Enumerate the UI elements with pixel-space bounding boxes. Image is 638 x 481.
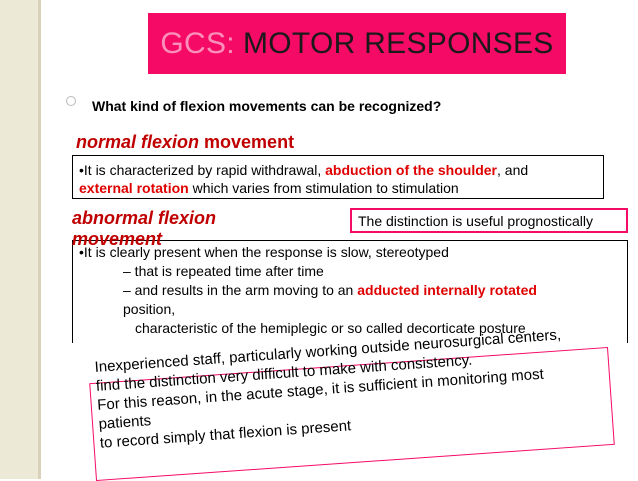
sidebar-divider (38, 0, 41, 479)
abnormal-flexion-box: •It is clearly present when the response… (72, 240, 628, 343)
left-sidebar-strip (0, 0, 38, 479)
title-prefix: GCS: (160, 26, 235, 60)
abnormal-line-4: position, (123, 301, 176, 317)
title-main: MOTOR RESPONSES (242, 26, 554, 60)
normal-flexion-box: •It is characterized by rapid withdrawal… (72, 155, 604, 199)
abnormal-line-2: – that is repeated time after time (123, 263, 324, 279)
normal-flexion-heading-italic: normal flexion (76, 132, 200, 152)
normal-flexion-heading-rest: movement (199, 132, 295, 152)
abnormal-line-3: – and results in the arm moving to an ad… (79, 281, 621, 300)
slide-title: GCS: MOTOR RESPONSES (148, 13, 566, 74)
normal-flexion-heading: normal flexion movement (76, 132, 294, 153)
abnormal-line-3-emphasis: adducted internally rotated (357, 282, 537, 298)
abnormal-flexion-heading: abnormal flexion movement (72, 208, 217, 249)
normal-line-1: •It is characterized by rapid withdrawal… (79, 161, 597, 179)
normal-line-1-tail: , and (497, 162, 529, 178)
circle-bullet-icon (66, 96, 76, 106)
abnormal-line-5: characteristic of the hemiplegic or so c… (135, 320, 526, 336)
abnormal-line-3-text: – and results in the arm moving to an (123, 282, 358, 298)
normal-line-1-text: •It is characterized by rapid withdrawal… (79, 162, 326, 178)
normal-line-2-emphasis: external rotation (79, 180, 189, 196)
question-text: What kind of flexion movements can be re… (92, 98, 442, 114)
normal-line-2: external rotation which varies from stim… (79, 179, 597, 197)
prognostic-note: The distinction is useful prognostically (350, 208, 628, 233)
abnormal-line-1: •It is clearly present when the response… (79, 244, 449, 260)
normal-line-2-text: which varies from stimulation to stimula… (188, 180, 459, 196)
normal-line-1-emphasis: abduction of the shoulder (325, 162, 498, 178)
